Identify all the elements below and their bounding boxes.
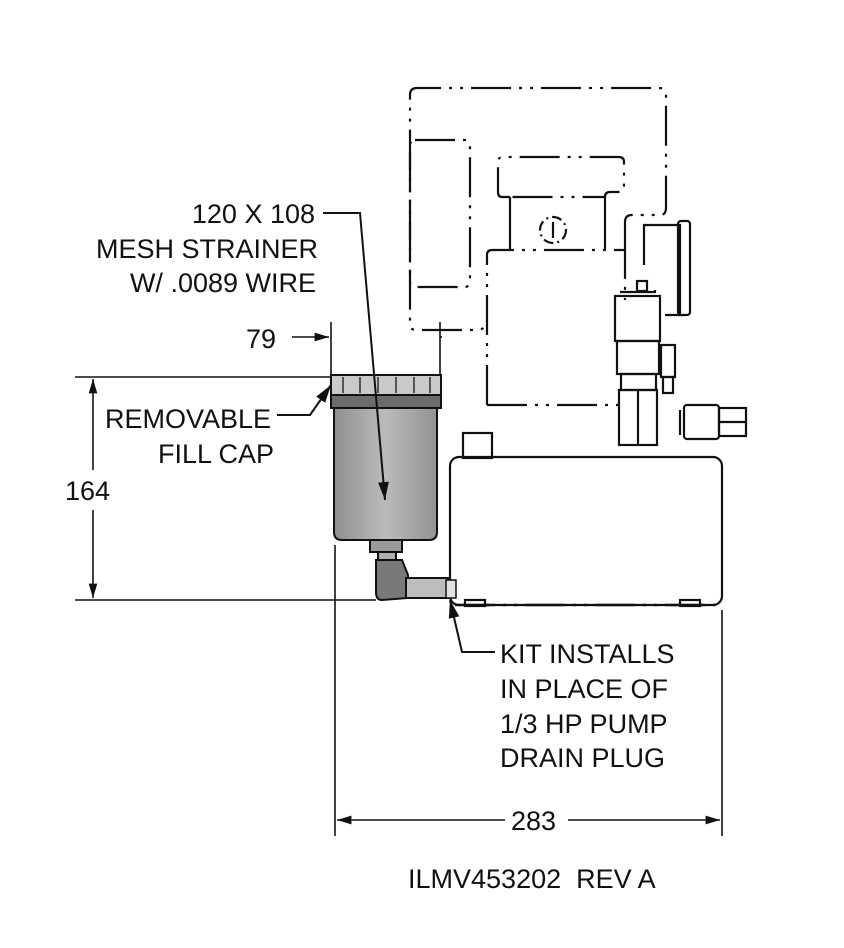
dimension-283-label: 283 [511,806,556,836]
svg-text:KIT INSTALLS: KIT INSTALLS [500,639,675,669]
strainer [330,374,457,602]
pump-phantom-outline [408,86,668,407]
strainer-callout: 120 X 108 MESH STRAINER W/ .0089 WIRE [96,199,389,501]
dimension-283: 283 [334,545,723,836]
svg-text:1/3 HP PUMP: 1/3 HP PUMP [500,709,668,739]
dimension-164: 164 [65,376,376,601]
pump-tank [448,431,724,608]
svg-text:IN PLACE OF: IN PLACE OF [500,674,668,704]
valve-assembly [613,219,748,447]
svg-text:FILL CAP: FILL CAP [158,439,274,469]
svg-text:MESH STRAINER: MESH STRAINER [96,234,318,264]
svg-text:DRAIN PLUG: DRAIN PLUG [500,743,665,773]
dimension-79: 79 [246,322,442,374]
kit-callout: KIT INSTALLS IN PLACE OF 1/3 HP PUMP DRA… [448,599,675,773]
dimension-164-label: 164 [65,476,110,506]
fill-cap-callout: REMOVABLE FILL CAP [105,384,332,469]
svg-text:W/ .0089 WIRE: W/ .0089 WIRE [130,268,316,298]
svg-text:REMOVABLE: REMOVABLE [105,404,271,434]
part-number: ILMV453202 REV A [408,864,656,894]
dimension-79-label: 79 [246,324,276,354]
svg-text:120 X 108: 120 X 108 [192,199,315,229]
